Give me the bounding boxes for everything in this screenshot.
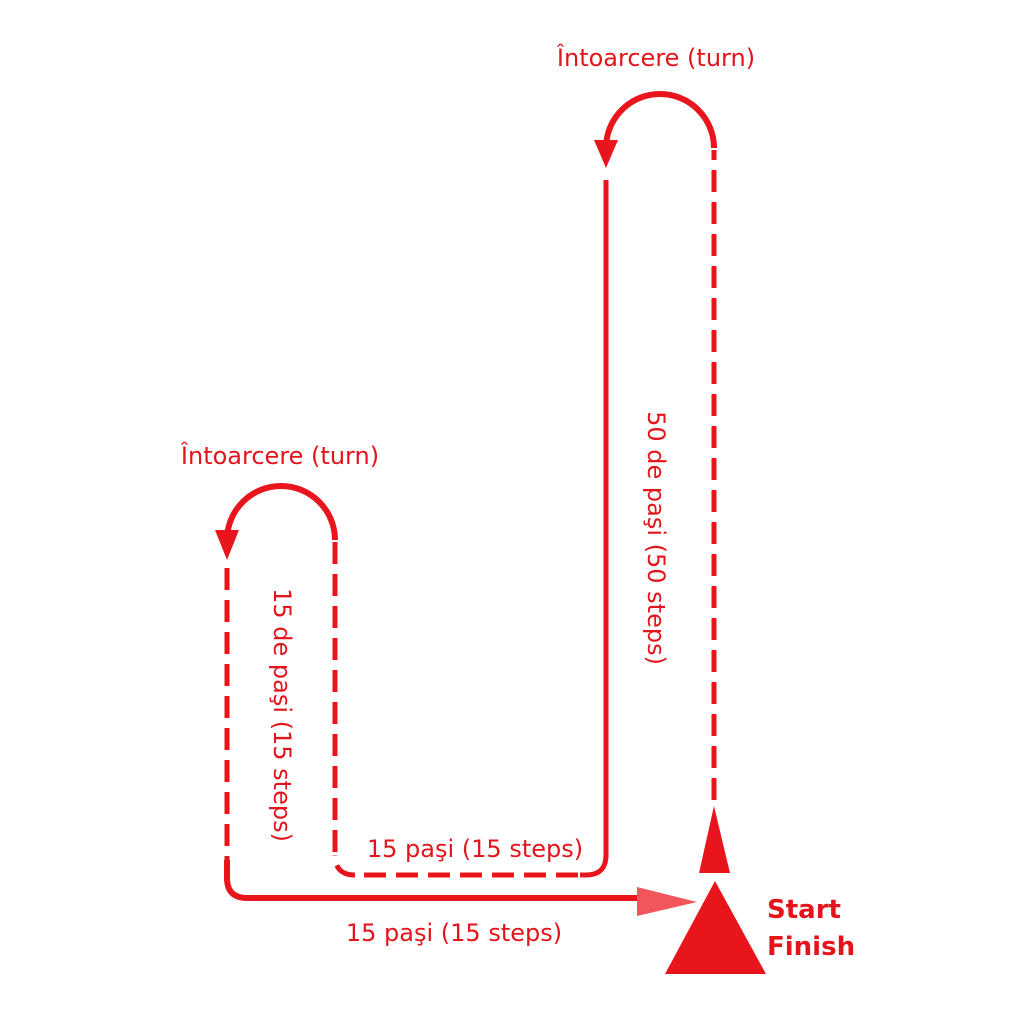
arrow-head-left — [215, 530, 239, 560]
turn-arc-top — [603, 91, 717, 150]
long-leg-label: 50 de paşi (50 steps) — [642, 411, 670, 665]
path-outer-corner — [224, 860, 645, 901]
start-finish-cone — [665, 881, 766, 974]
turn-arc-left — [224, 483, 338, 541]
start-label: Start — [767, 895, 841, 925]
arrow-head-top — [594, 140, 618, 168]
short-leg-label: 15 de paşi (15 steps) — [268, 588, 296, 842]
arrow-head-right — [637, 887, 697, 916]
path-inner-left-corner — [332, 854, 356, 878]
outer-bottom-label: 15 paşi (15 steps) — [346, 919, 562, 947]
finish-label: Finish — [767, 932, 855, 962]
start-arrow-triangle — [699, 806, 730, 873]
inner-bottom-label: 15 paşi (15 steps) — [367, 835, 583, 863]
path-inner-corner — [580, 854, 609, 878]
turn-label-left: Întoarcere (turn) — [180, 441, 379, 470]
turn-label-top: Întoarcere (turn) — [556, 43, 755, 72]
